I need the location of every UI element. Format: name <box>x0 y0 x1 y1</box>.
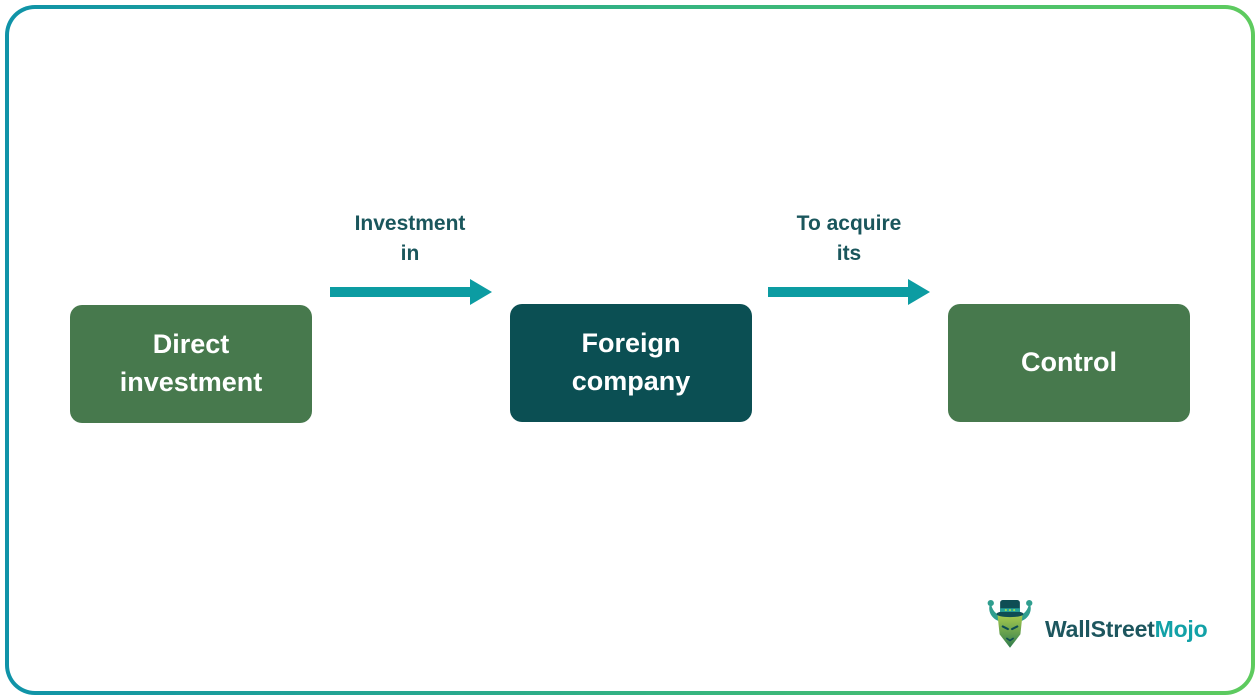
arrow-caption-investment-in: Investment in <box>310 209 510 269</box>
node-label: Foreign company <box>571 328 691 396</box>
arrow-caption-label: To acquire its <box>796 212 902 266</box>
arrow-caption-to-acquire-its: To acquire its <box>749 209 949 269</box>
arrow-caption-label: Investment in <box>354 212 466 266</box>
node-foreign-company: Foreign company <box>510 304 752 422</box>
arrow-head <box>470 279 492 305</box>
arrow-shaft <box>768 287 908 297</box>
node-control: Control <box>948 304 1190 422</box>
arrow-shaft <box>330 287 470 297</box>
arrow-head <box>908 279 930 305</box>
arrow-icon <box>768 279 930 305</box>
logo-text-mojo: Mojo <box>1154 616 1208 642</box>
logo-wordmark: WallStreetMojo <box>1045 616 1208 643</box>
node-direct-investment: Direct investment <box>70 305 312 423</box>
logo-text-wallstreet: WallStreet <box>1045 616 1155 642</box>
bull-mascot-icon <box>984 597 1036 662</box>
wallstreetmojo-logo: WallStreetMojo <box>984 597 1208 662</box>
node-label: Control <box>1021 347 1117 378</box>
arrow-icon <box>330 279 492 305</box>
node-label: Direct investment <box>119 329 263 397</box>
